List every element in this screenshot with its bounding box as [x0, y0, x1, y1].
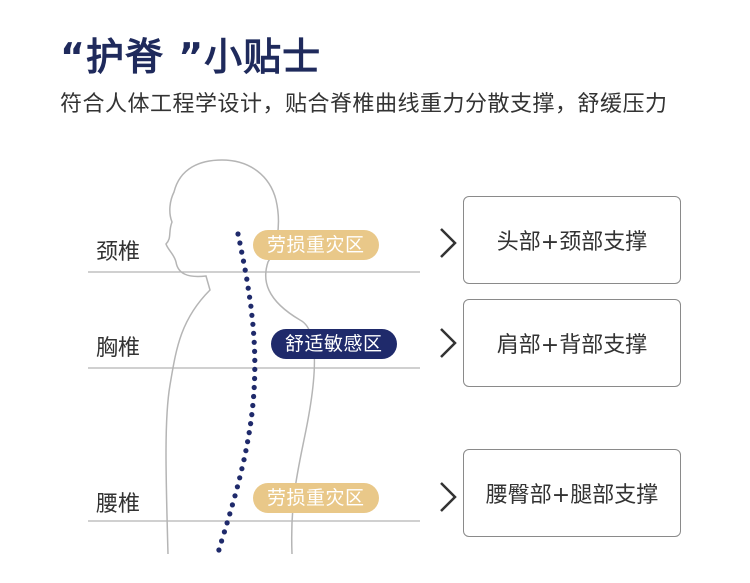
head-neck-support-box: 头部+颈部支撑: [463, 196, 681, 284]
spine-dot: [237, 240, 243, 246]
spine-dot: [224, 520, 230, 526]
spine-dot: [251, 393, 257, 400]
thoracic-label: 胸椎: [96, 336, 141, 361]
spine-dot: [237, 475, 243, 481]
spine-dot: [250, 321, 256, 327]
spine-dot: [252, 357, 258, 363]
chevron-right-icon: [440, 482, 457, 512]
chevron-right-icon: [440, 328, 457, 358]
spine-dot: [244, 276, 250, 282]
spine-dot: [227, 511, 233, 517]
shoulder-back-support-box: 肩部+背部支撑: [463, 299, 681, 387]
spine-dot: [240, 258, 247, 264]
spine-dot: [250, 402, 256, 409]
spine-dot: [249, 412, 255, 418]
page-title: “护脊 ”小贴士: [60, 35, 322, 79]
spine-dot: [219, 538, 225, 544]
spine-dot: [235, 231, 241, 237]
spine-dot: [246, 430, 252, 436]
spine-dot: [248, 421, 254, 427]
spine-dot: [247, 294, 253, 300]
lumbar-strain-pill: 劳损重灾区: [253, 483, 379, 513]
spine-dot: [216, 547, 222, 553]
spine-dot: [234, 484, 240, 490]
spine-dot: [251, 330, 257, 336]
spine-dot: [252, 348, 258, 354]
spine-dot: [221, 529, 227, 535]
spine-dot: [252, 375, 258, 382]
spine-dot: [251, 384, 257, 391]
spine-dot: [239, 466, 245, 472]
spine-dot: [229, 502, 235, 508]
page-subtitle: 符合人体工程学设计，贴合脊椎曲线重力分散支撑，舒缓压力: [60, 92, 668, 117]
lumbar-label: 腰椎: [96, 492, 141, 517]
chevron-right-icon: [440, 228, 457, 258]
spine-dot: [249, 312, 255, 318]
spine-dot: [241, 457, 247, 463]
spine-dot: [245, 439, 251, 445]
spine-dot: [251, 339, 257, 345]
spine-dots: [216, 231, 258, 553]
hip-leg-support-box: 腰臀部+腿部支撑: [463, 449, 681, 537]
spine-dot: [242, 267, 248, 273]
thoracic-comfort-pill: 舒适敏感区: [271, 329, 397, 359]
spine-dot: [239, 249, 245, 255]
spine-dot: [245, 285, 251, 291]
spine-dot: [248, 303, 254, 309]
spine-dot: [232, 493, 238, 499]
spine-dot: [252, 366, 258, 372]
spine-dot: [243, 448, 249, 454]
cervical-strain-pill: 劳损重灾区: [253, 230, 379, 260]
cervical-label: 颈椎: [96, 240, 141, 265]
